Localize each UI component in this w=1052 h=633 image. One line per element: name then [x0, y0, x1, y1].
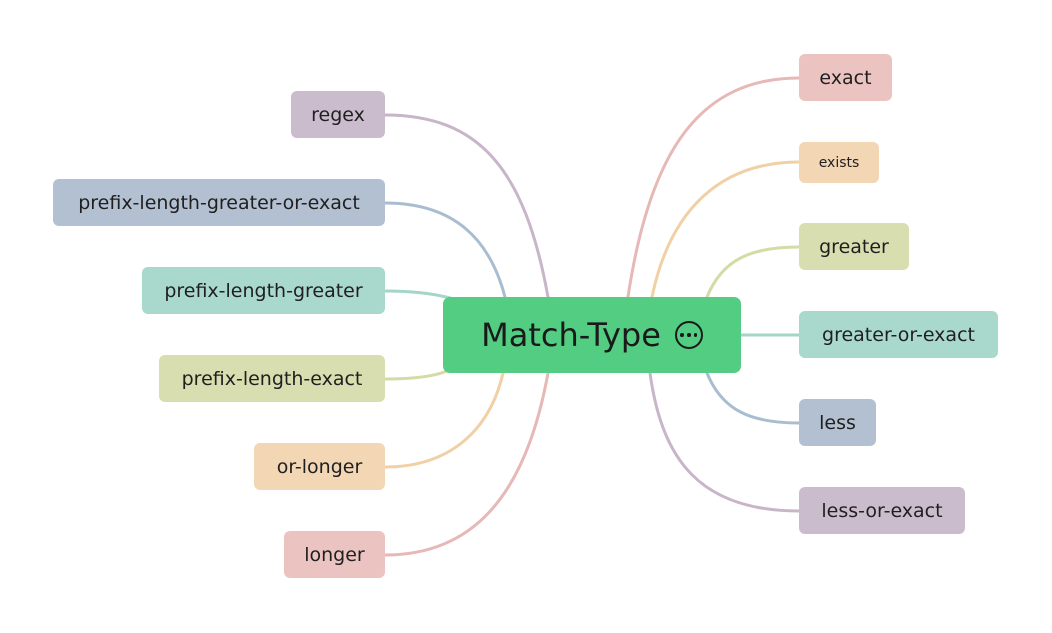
node-greater[interactable]: greater — [799, 223, 909, 270]
node-greater-or-exact[interactable]: greater-or-exact — [799, 311, 998, 358]
node-label: prefix-length-greater-or-exact — [78, 191, 360, 214]
root-node-label: Match-Type — [481, 316, 661, 354]
node-label: regex — [311, 103, 365, 126]
connector-less — [705, 371, 801, 425]
connector-prefix-length-greater — [383, 289, 452, 300]
node-regex[interactable]: regex — [291, 91, 385, 138]
node-label: longer — [304, 543, 365, 566]
connector-regex — [383, 113, 550, 299]
node-label: prefix-length-greater — [164, 279, 363, 302]
connector-greater — [705, 245, 801, 299]
node-prefix-length-greater-or-exact[interactable]: prefix-length-greater-or-exact — [53, 179, 385, 226]
node-longer[interactable]: longer — [284, 531, 385, 578]
node-label: exact — [819, 66, 872, 89]
connector-or-longer — [383, 371, 505, 469]
node-label: greater-or-exact — [822, 323, 975, 346]
node-label: less — [819, 411, 856, 434]
connector-prefix-length-greater-or-exact — [383, 201, 507, 299]
node-label: greater — [819, 235, 889, 258]
node-exact[interactable]: exact — [799, 54, 892, 101]
node-less[interactable]: less — [799, 399, 876, 446]
node-label: less-or-exact — [821, 499, 943, 522]
node-prefix-length-greater[interactable]: prefix-length-greater — [142, 267, 385, 314]
connector-less-or-exact — [648, 371, 801, 513]
node-or-longer[interactable]: or-longer — [254, 443, 385, 490]
connector-exact — [626, 76, 801, 299]
node-label: prefix-length-exact — [181, 367, 363, 390]
node-label: or-longer — [276, 455, 363, 478]
node-label: exists — [818, 154, 860, 171]
node-less-or-exact[interactable]: less-or-exact — [799, 487, 965, 534]
node-exists[interactable]: exists — [799, 142, 879, 183]
connector-longer — [383, 371, 550, 557]
connector-exists — [650, 160, 801, 299]
root-node[interactable]: Match-Type — [443, 297, 741, 373]
connector-prefix-length-exact — [383, 369, 449, 381]
more-options-icon[interactable] — [674, 321, 703, 349]
node-prefix-length-exact[interactable]: prefix-length-exact — [159, 355, 385, 402]
